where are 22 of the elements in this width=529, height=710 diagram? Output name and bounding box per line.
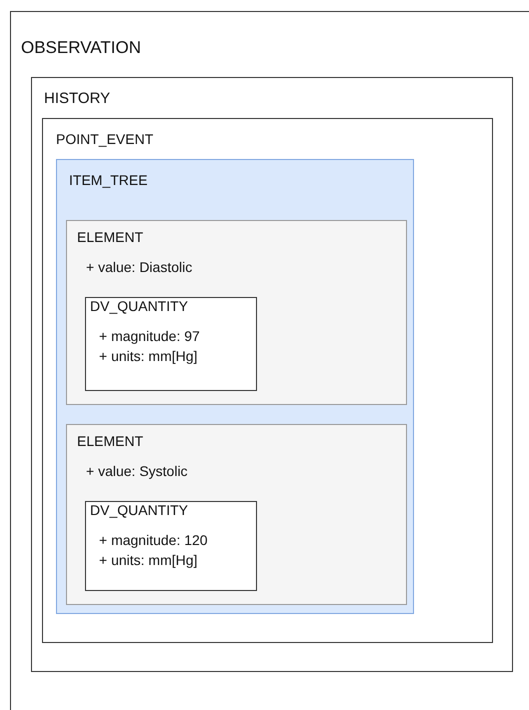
class-box [85,297,257,391]
class-box [56,159,414,614]
attribute-text: + value: Systolic [86,463,188,479]
attribute-text: + magnitude: 120 [99,532,208,548]
class-name: ELEMENT [77,433,144,449]
class-box [85,501,257,591]
class-name: DV_QUANTITY [90,298,188,314]
class-name: OBSERVATION [21,38,141,58]
class-box [42,118,493,643]
class-box [31,77,513,672]
class-box [10,11,529,710]
attribute-text: + value: Diastolic [86,259,192,275]
class-name: HISTORY [44,90,110,107]
attribute-text: + magnitude: 97 [99,328,200,344]
class-box [66,220,407,405]
attribute-text: + units: mm[Hg] [99,552,198,568]
class-box [66,424,407,605]
class-name: DV_QUANTITY [90,502,188,518]
class-name: ITEM_TREE [69,172,148,188]
class-name: ELEMENT [77,229,144,245]
class-name: POINT_EVENT [56,131,154,147]
attribute-text: + units: mm[Hg] [99,348,198,364]
